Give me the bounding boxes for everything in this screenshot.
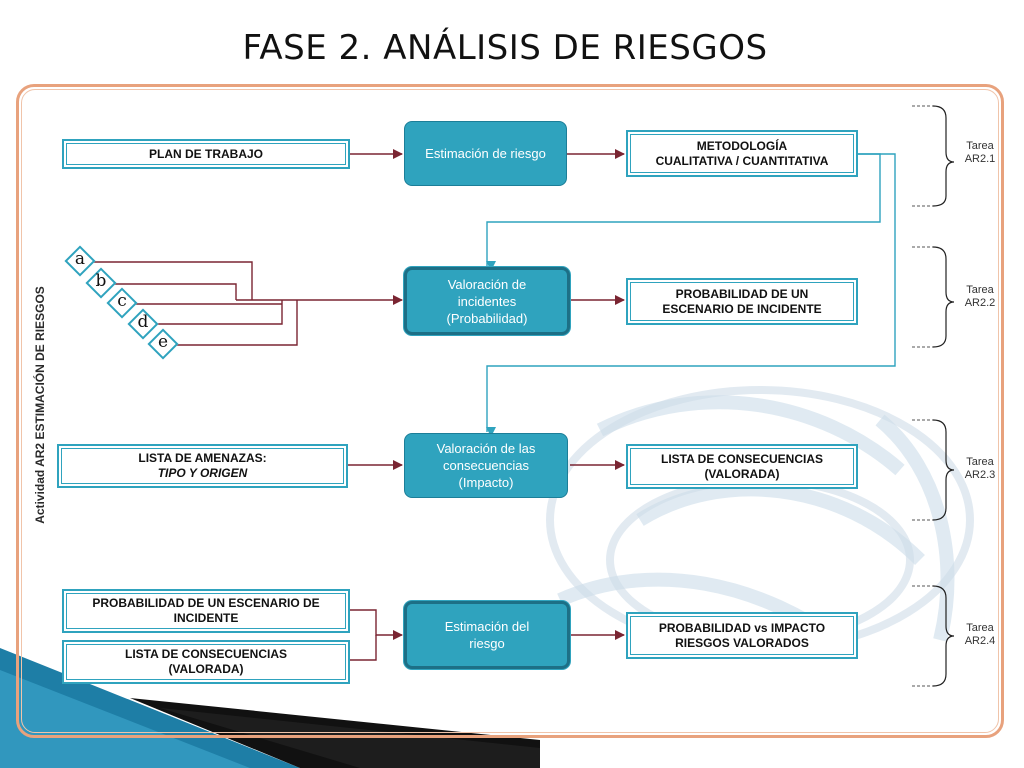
task-ar23-line2: AR2.3 — [964, 469, 996, 481]
output-probabilidad-impacto-line2: RIESGOS VALORADOS — [675, 635, 809, 650]
process-valoracion-incidentes-line1: Valoración de — [447, 276, 527, 292]
output-metodologia: METODOLOGÍA CUALITATIVA / CUANTITATIVA — [626, 130, 858, 177]
input-lista-consecuencias: LISTA DE CONSECUENCIAS (VALORADA) — [62, 640, 350, 684]
task-ar21: Tarea AR2.1 — [960, 140, 1000, 166]
input-lista-amenazas: LISTA DE AMENAZAS: TIPO Y ORIGEN — [57, 444, 348, 488]
task-ar21-line2: AR2.1 — [964, 153, 996, 165]
output-probabilidad-escenario-line1: PROBABILIDAD DE UN — [675, 286, 809, 301]
output-probabilidad-escenario: PROBABILIDAD DE UN ESCENARIO DE INCIDENT… — [626, 278, 858, 325]
process-valoracion-incidentes: Valoración de incidentes (Probabilidad) — [404, 267, 570, 335]
arrow-metodologia-to-valoracion-consecuencias — [486, 153, 896, 437]
process-valoracion-consecuencias-line3: (Impacto) — [458, 475, 514, 490]
page-title: FASE 2. ANÁLISIS DE RIESGOS — [242, 28, 768, 68]
output-lista-consecuencias: LISTA DE CONSECUENCIAS (VALORADA) — [626, 444, 858, 489]
input-prob-escenario-line2: INCIDENTE — [173, 611, 239, 625]
brace-ar21 — [932, 105, 955, 207]
process-estimacion-del-riesgo-line1: Estimación del — [444, 619, 530, 634]
process-estimacion-del-riesgo-line2: riesgo — [469, 636, 505, 651]
input-lista-amenazas-line1: LISTA DE AMENAZAS: — [138, 451, 267, 465]
task-ar23-line1: Tarea — [966, 456, 994, 468]
diamond-label-b: b — [95, 271, 107, 291]
task-ar23: Tarea AR2.3 — [960, 456, 1000, 482]
task-ar22-line2: AR2.2 — [964, 297, 996, 309]
input-plan-trabajo-text: PLAN DE TRABAJO — [148, 146, 263, 161]
process-valoracion-consecuencias-line1: Valoración de las — [436, 441, 536, 456]
task-ar24-line1: Tarea — [966, 622, 994, 634]
task-ar22: Tarea AR2.2 — [960, 284, 1000, 310]
diagram-frame-inner — [21, 89, 999, 733]
diamond-label-a: a — [74, 249, 86, 269]
output-probabilidad-escenario-line2: ESCENARIO DE INCIDENTE — [662, 301, 822, 316]
diamond-label-d: d — [137, 312, 149, 332]
output-lista-consecuencias-line1: LISTA DE CONSECUENCIAS — [660, 451, 823, 466]
output-probabilidad-impacto: PROBABILIDAD vs IMPACTO RIESGOS VALORADO… — [626, 612, 858, 659]
brace-ar22 — [932, 246, 955, 348]
input-prob-escenario: PROBABILIDAD DE UN ESCENARIO DE INCIDENT… — [62, 589, 350, 633]
task-ar21-line1: Tarea — [966, 140, 994, 152]
process-valoracion-incidentes-line3: (Probabilidad) — [446, 310, 528, 326]
process-valoracion-incidentes-line2: incidentes — [457, 293, 517, 309]
input-prob-escenario-line1: PROBABILIDAD DE UN ESCENARIO DE — [92, 596, 320, 610]
process-estimacion-riesgo-text: Estimación de riesgo — [425, 146, 546, 161]
input-lista-amenazas-line2: TIPO Y ORIGEN — [157, 466, 248, 480]
brace-ar23 — [932, 419, 955, 521]
output-probabilidad-impacto-line1: PROBABILIDAD vs IMPACTO — [658, 620, 826, 635]
diamond-label-c: c — [117, 291, 127, 311]
output-lista-consecuencias-line2: (VALORADA) — [704, 466, 780, 481]
input-plan-trabajo: PLAN DE TRABAJO — [62, 139, 350, 169]
diamond-label-e: e — [157, 332, 169, 352]
process-estimacion-del-riesgo: Estimación del riesgo — [404, 601, 570, 669]
input-lista-consecuencias-line2: (VALORADA) — [168, 662, 244, 676]
task-ar24: Tarea AR2.4 — [960, 622, 1000, 648]
input-lista-consecuencias-line1: LISTA DE CONSECUENCIAS — [124, 647, 287, 661]
output-metodologia-line1: METODOLOGÍA — [696, 138, 788, 153]
output-metodologia-line2: CUALITATIVA / CUANTITATIVA — [655, 153, 829, 168]
brace-ar24 — [932, 585, 955, 687]
process-valoracion-consecuencias-line2: consecuencias — [443, 458, 529, 473]
process-estimacion-riesgo: Estimación de riesgo — [404, 121, 567, 186]
process-valoracion-consecuencias: Valoración de las consecuencias (Impacto… — [404, 433, 568, 498]
diagram-frame — [16, 84, 1004, 738]
task-ar22-line1: Tarea — [966, 284, 994, 296]
task-ar24-line2: AR2.4 — [964, 635, 996, 647]
